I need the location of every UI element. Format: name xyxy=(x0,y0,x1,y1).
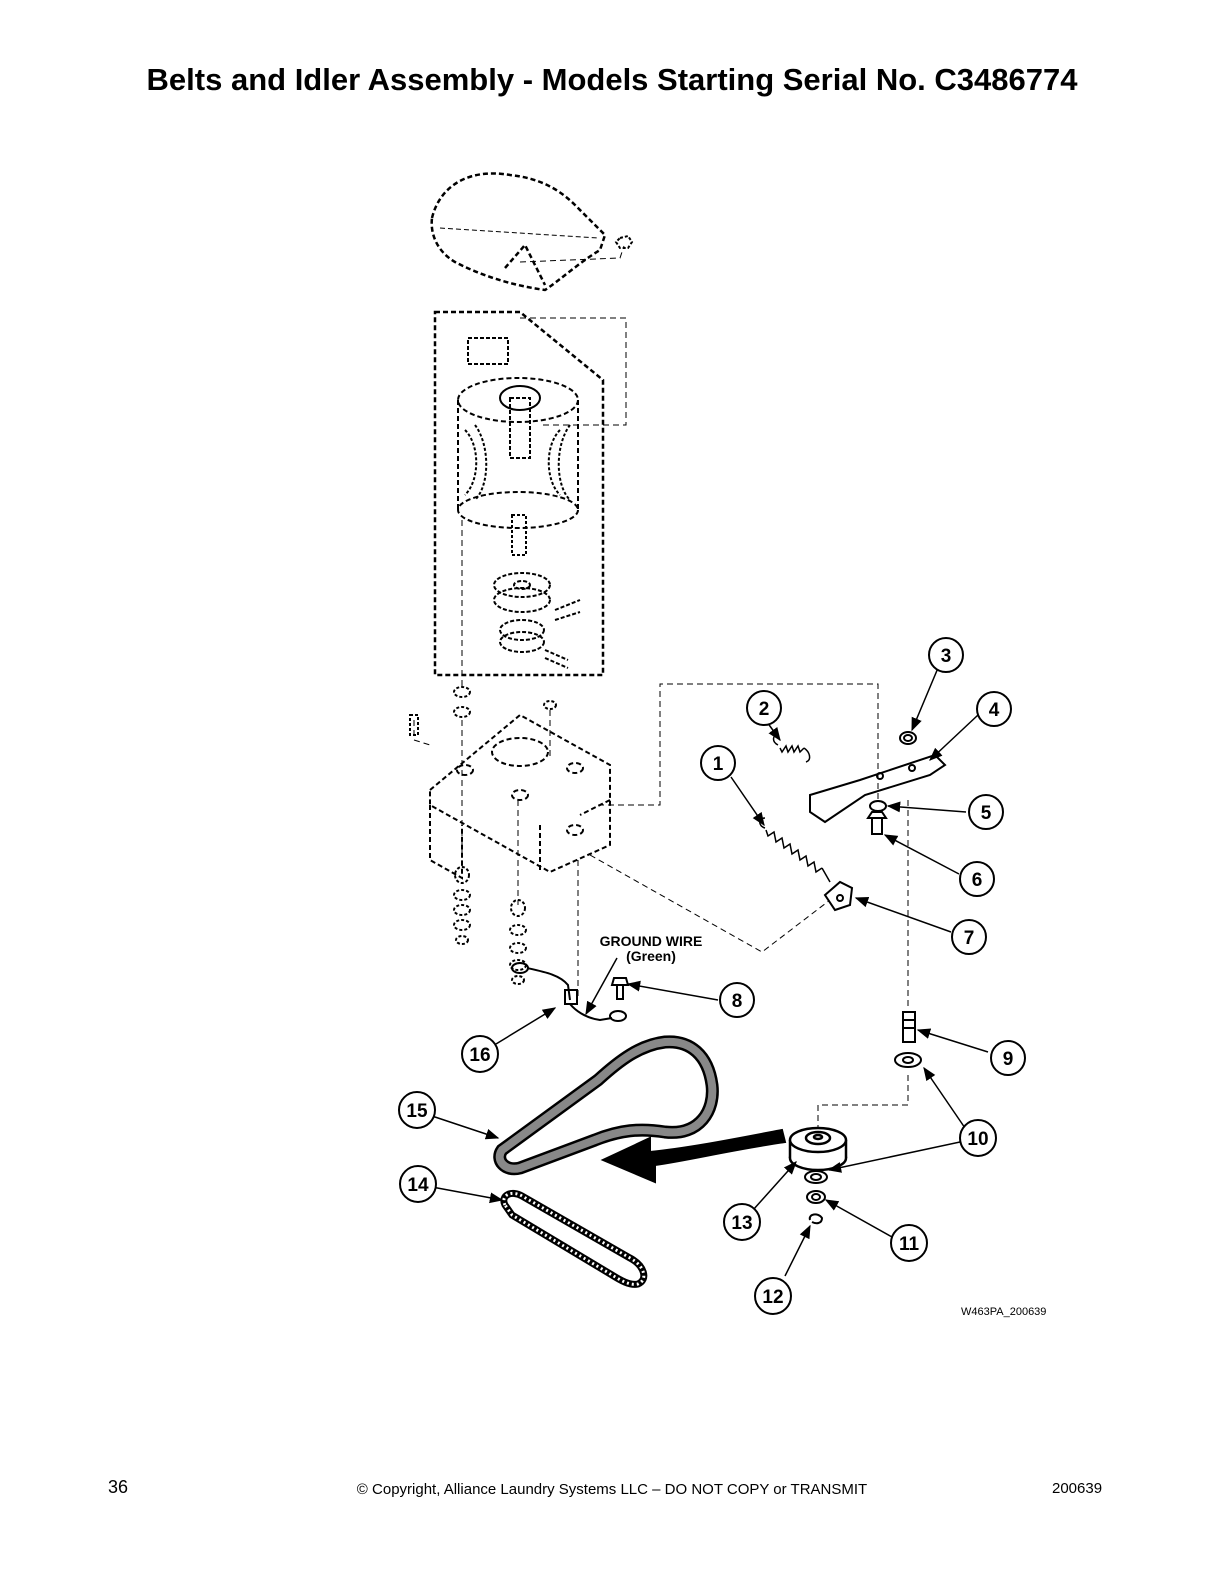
callout-13-label: 13 xyxy=(731,1213,752,1234)
callout-9: 9 xyxy=(990,1040,1026,1076)
callout-4: 4 xyxy=(976,691,1012,727)
idler-pulley-13 xyxy=(788,1126,848,1172)
callout-5-label: 5 xyxy=(981,803,992,824)
callout-10-upper: 10 xyxy=(959,1119,997,1157)
callout-1: 1 xyxy=(700,745,736,781)
callout-8-label: 8 xyxy=(732,991,743,1012)
callout-9-label: 9 xyxy=(1003,1049,1014,1070)
mount-washers xyxy=(409,686,557,985)
motor-mount-bracket xyxy=(429,713,611,880)
alignment-lines xyxy=(413,520,909,1130)
motor-assembly-outline xyxy=(433,310,605,677)
callout-11: 11 xyxy=(890,1224,928,1262)
callout-13: 13 xyxy=(723,1203,761,1241)
bolt-6 xyxy=(866,811,888,835)
callout-6-label: 6 xyxy=(972,870,983,891)
callout-10-upper-label: 10 xyxy=(967,1129,988,1150)
callout-8: 8 xyxy=(719,982,755,1018)
document-code: 200639 xyxy=(1052,1480,1103,1497)
washer-10-top xyxy=(894,1052,922,1068)
motor xyxy=(457,337,579,556)
callout-3: 3 xyxy=(928,637,964,673)
spring-1 xyxy=(759,817,831,883)
callout-2-label: 2 xyxy=(759,699,770,720)
callout-7-label: 7 xyxy=(964,928,975,949)
washers-10-11-12 xyxy=(804,1170,828,1225)
washer-5 xyxy=(869,800,887,812)
drive-belt-15 xyxy=(493,1035,719,1176)
ground-wire xyxy=(511,962,627,1022)
callout-12-label: 12 xyxy=(762,1287,783,1308)
callout-2: 2 xyxy=(746,690,782,726)
callout-14: 14 xyxy=(399,1165,437,1203)
callout-14-label: 14 xyxy=(407,1175,429,1196)
callout-15: 15 xyxy=(398,1091,436,1129)
callout-16: 16 xyxy=(461,1035,499,1073)
leader-lines xyxy=(431,667,989,1277)
drawing-reference-code: W463PA_200639 xyxy=(961,1306,1046,1318)
page-title: Belts and Idler Assembly - Models Starti… xyxy=(146,62,1078,97)
ground-wire-color-label: (Green) xyxy=(626,948,676,964)
callout-16-label: 16 xyxy=(469,1045,490,1066)
callout-5: 5 xyxy=(968,794,1004,830)
motor-pulleys xyxy=(493,572,581,669)
cover-nut xyxy=(614,234,634,249)
install-direction-arrow xyxy=(600,1128,787,1184)
callout-7: 7 xyxy=(951,919,987,955)
callout-12: 12 xyxy=(754,1277,792,1315)
callout-1-label: 1 xyxy=(713,754,724,775)
callout-3-label: 3 xyxy=(941,646,952,667)
timing-belt-14 xyxy=(500,1189,648,1288)
motor-cover xyxy=(430,172,607,292)
idler-shaft-9 xyxy=(902,1011,916,1043)
callout-11-label: 11 xyxy=(899,1234,920,1255)
ground-wire-label: GROUND WIRE xyxy=(600,933,703,949)
idler-arm xyxy=(809,753,947,824)
spring-bracket-7 xyxy=(823,880,854,912)
ground-screw-8 xyxy=(610,977,630,1000)
nut-3 xyxy=(899,731,917,745)
callout-6: 6 xyxy=(959,861,995,897)
copyright-notice: © Copyright, Alliance Laundry Systems LL… xyxy=(356,1481,868,1498)
callout-15-label: 15 xyxy=(406,1101,428,1122)
page-number: 36 xyxy=(108,1477,129,1497)
callout-4-label: 4 xyxy=(989,700,1000,721)
